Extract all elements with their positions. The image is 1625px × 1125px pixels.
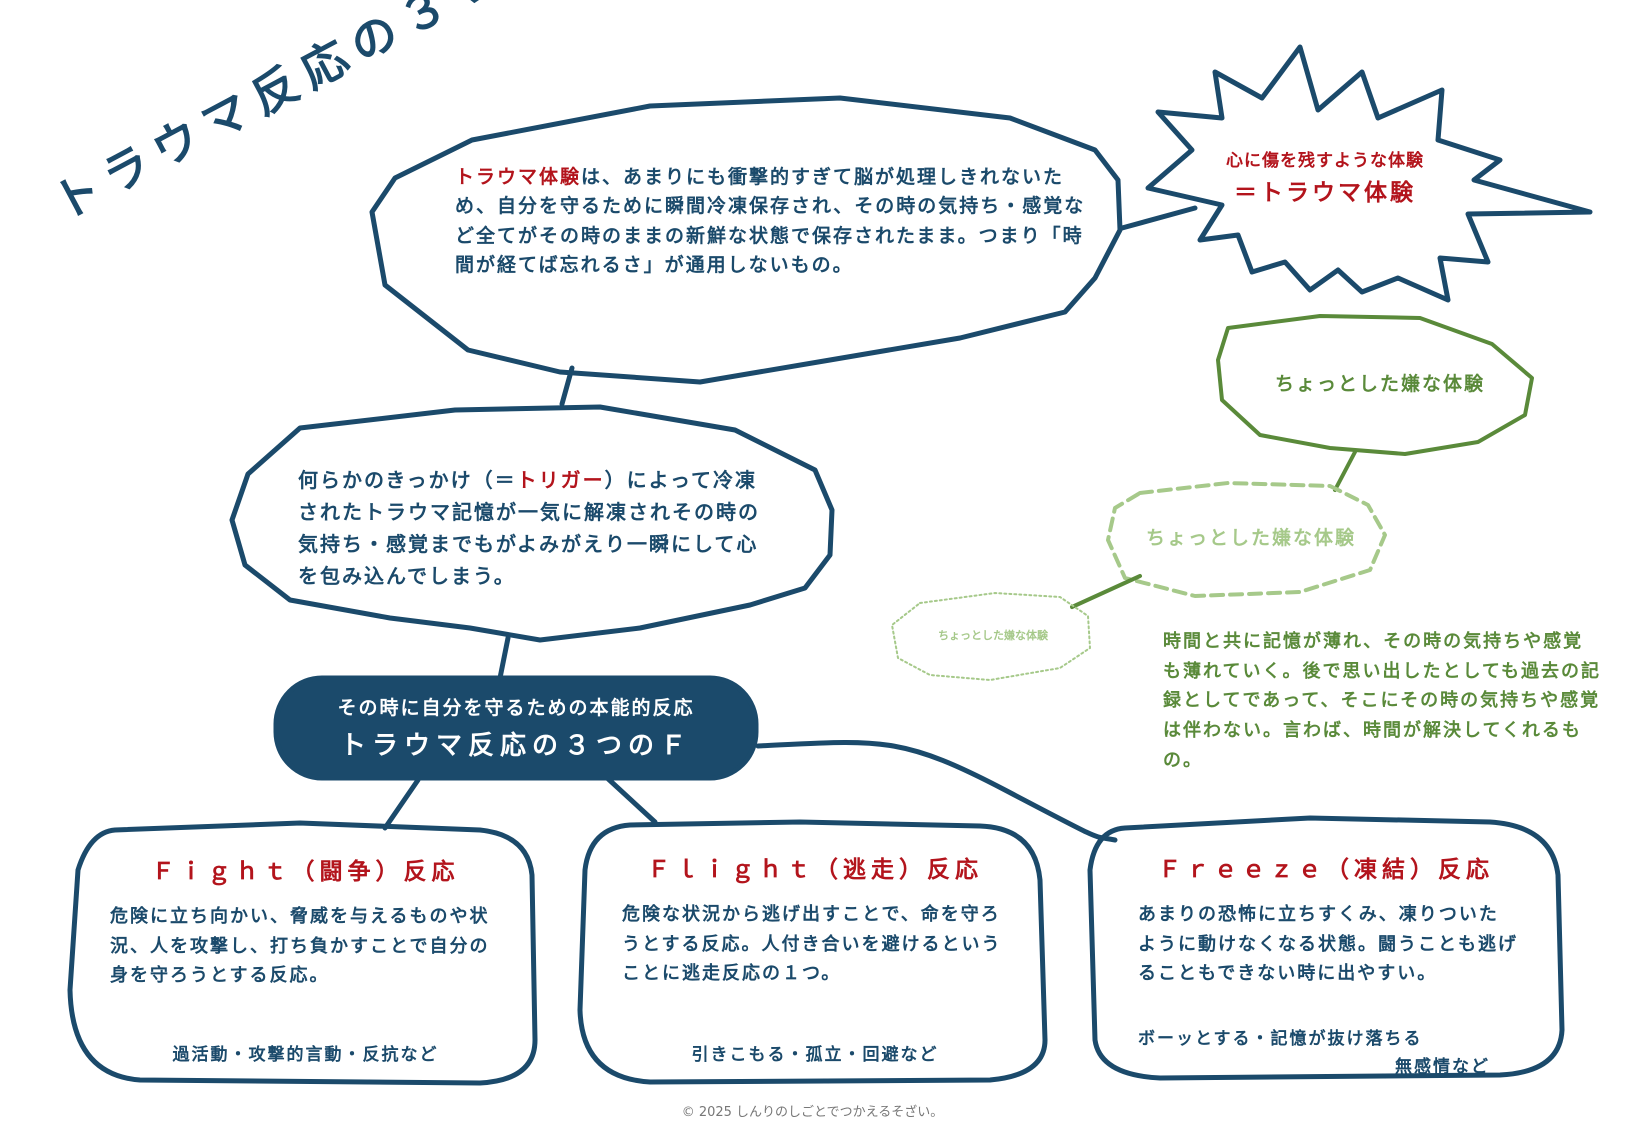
trauma-bubble-text: トラウマ体験は、あまりにも衝撃的すぎて脳が処理しきれないため、自分を守るために瞬… bbox=[455, 163, 1095, 281]
connector-center-fight bbox=[382, 777, 421, 831]
burst-line-1: 心に傷を残すような体験 bbox=[1226, 151, 1424, 171]
unpleasant-node-outline-3 bbox=[891, 592, 1091, 681]
connector-trauma-burst bbox=[1119, 205, 1198, 231]
card-fight-outline bbox=[67, 820, 538, 1086]
center-pill-shape bbox=[273, 675, 759, 781]
center-subtitle: その時に自分を守るための本能的反応 bbox=[337, 697, 695, 719]
connector-green-1 bbox=[1333, 450, 1357, 492]
flight-card-title: Ｆｌｉｇｈｔ（逃走）反応 bbox=[647, 857, 983, 883]
card-flight-outline bbox=[577, 819, 1048, 1085]
trigger-highlight: トリガー bbox=[516, 468, 605, 492]
unpleasant-node-outline-2 bbox=[1106, 481, 1387, 598]
trigger-text-after: ）によって冷凍されたトラウマ記憶が一気に解凍されその時の気持ち・感覚までもがよみ… bbox=[298, 468, 760, 588]
connector-center-freeze bbox=[755, 739, 1118, 843]
unpleasant-label-1: ちょっとした嫌な体験 bbox=[1274, 373, 1485, 395]
trigger-bubble-outline bbox=[229, 404, 835, 643]
trauma-experience-highlight: トラウマ体験 bbox=[455, 166, 582, 188]
unpleasant-label-2: ちょっとした嫌な体験 bbox=[1145, 527, 1356, 549]
unpleasant-label-3: ちょっとした嫌な体験 bbox=[938, 629, 1048, 642]
connector-center-flight bbox=[602, 773, 658, 825]
unpleasant-note: 時間と共に記憶が薄れ、その時の気持ちや感覚も薄れていく。後で思い出したとしても過… bbox=[1163, 631, 1602, 771]
trigger-text-before: 何らかのきっかけ（＝ bbox=[298, 468, 517, 492]
fight-card-examples: 過活動・攻撃的言動・反抗など bbox=[172, 1045, 439, 1065]
connector-green-2 bbox=[1070, 574, 1142, 609]
center-title: トラウマ反応の３つのＦ bbox=[339, 731, 692, 761]
copyright: © 2025 しんりのしごとでつかえるそざい。 bbox=[681, 1105, 944, 1120]
freeze-card-text: あまりの恐怖に立ちすくみ、凍りついたように動けなくなる状態。闘うことも逃げること… bbox=[1138, 904, 1518, 985]
trigger-bubble-text: 何らかのきっかけ（＝トリガー）によって冷凍されたトラウマ記憶が一気に解凍されその… bbox=[298, 464, 776, 592]
freeze-card-examples-1: ボーッとする・記憶が抜け落ちる bbox=[1138, 1029, 1423, 1049]
burst-outline bbox=[1145, 44, 1593, 303]
freeze-card-examples-2: 無感情など bbox=[1395, 1057, 1490, 1077]
flight-card-examples: 引きこもる・孤立・回避など bbox=[691, 1045, 939, 1065]
unpleasant-node-outline-1 bbox=[1216, 314, 1534, 456]
fight-card-text: 危険に立ち向かい、脅威を与えるものや状況、人を攻撃し、打ち負かすことで自分の身を… bbox=[110, 906, 490, 987]
flight-card-text: 危険な状況から逃げ出すことで、命を守ろうとする反応。人付き合いを避けるということ… bbox=[622, 904, 1002, 985]
burst-line-2: ＝トラウマ体験 bbox=[1234, 180, 1416, 206]
trauma-bubble-body: は、あまりにも衝撃的すぎて脳が処理しきれないため、自分を守るために瞬間冷凍保存さ… bbox=[455, 166, 1086, 277]
connector-trigger-center bbox=[497, 635, 511, 681]
trauma-bubble-outline bbox=[369, 95, 1123, 385]
card-freeze-outline bbox=[1087, 815, 1565, 1081]
fight-card-title: Ｆｉｇｈｔ（闘争）反応 bbox=[151, 859, 460, 885]
freeze-card-title: Ｆｒｅｅｚｅ（凍結）反応 bbox=[1158, 857, 1494, 883]
